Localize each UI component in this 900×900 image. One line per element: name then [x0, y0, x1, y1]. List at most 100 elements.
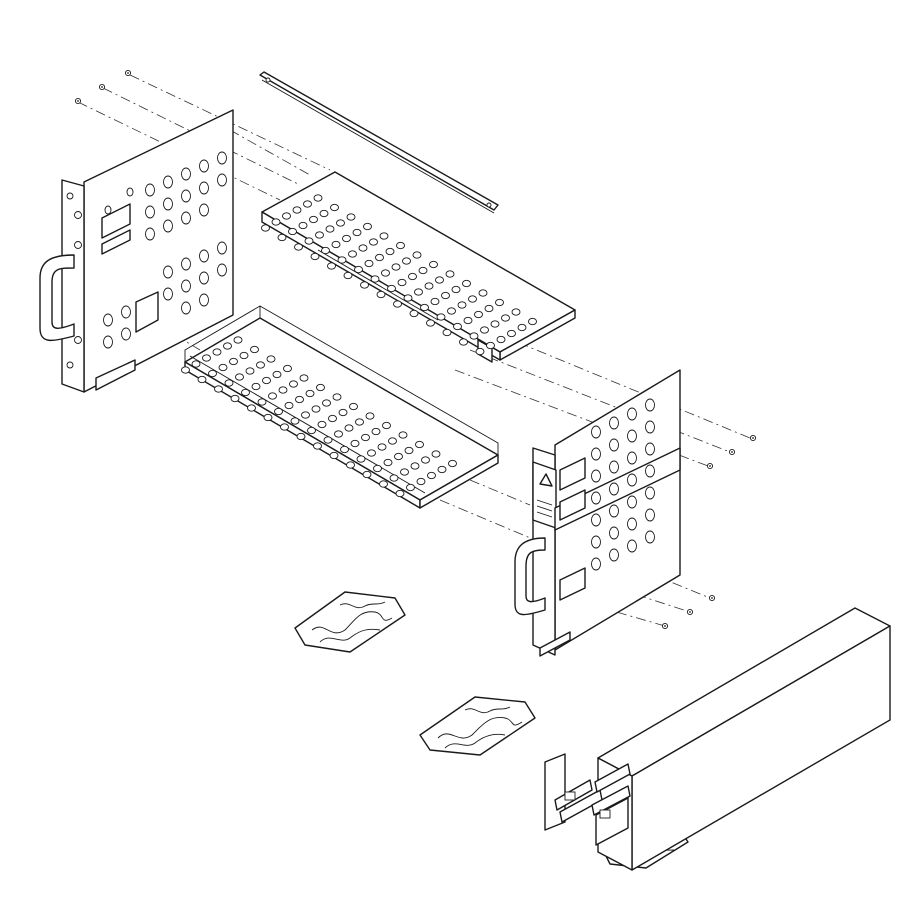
- perforation-hole: [430, 297, 440, 306]
- perforation-hole: [301, 411, 310, 419]
- left-panel-holes: [66, 151, 227, 369]
- left-side-panel: [39, 109, 234, 393]
- rail-slide-box: [544, 607, 891, 871]
- perforation-hole: [418, 266, 428, 275]
- screw-icon: [706, 462, 714, 470]
- perforation-hole: [369, 238, 378, 246]
- perforation-hole: [395, 489, 405, 498]
- perforation-hole: [229, 357, 238, 366]
- perforation-hole: [202, 354, 211, 362]
- rear-strip-bar: [259, 71, 499, 214]
- perforation-hole: [251, 382, 261, 391]
- perforation-hole: [292, 206, 302, 214]
- perforation-hole: [382, 421, 391, 430]
- perforation-hole: [445, 270, 455, 278]
- top-perforated-tray: [261, 171, 576, 363]
- perforation-hole: [241, 388, 250, 397]
- perforation-hole: [224, 379, 234, 387]
- perforation-hole: [379, 232, 389, 240]
- perforation-hole: [370, 275, 380, 283]
- perforation-hole: [396, 241, 405, 250]
- perforation-hole: [511, 308, 521, 316]
- perforation-hole: [484, 304, 494, 313]
- screw-icon: [98, 83, 106, 91]
- perforation-hole: [424, 282, 434, 290]
- perforation-hole: [486, 341, 495, 350]
- perforation-hole: [313, 442, 322, 450]
- perforation-hole: [343, 271, 353, 280]
- perforation-hole: [298, 221, 308, 230]
- perforation-hole: [591, 513, 601, 527]
- left-panel-cutouts: [101, 203, 159, 333]
- perforation-hole: [496, 335, 506, 344]
- perforation-hole: [307, 426, 316, 435]
- perforation-hole: [436, 313, 446, 321]
- perforation-hole: [363, 222, 372, 231]
- perforation-hole: [362, 470, 372, 479]
- perforation-hole: [304, 237, 314, 245]
- perforation-hole: [223, 342, 232, 350]
- perforation-hole: [331, 240, 341, 249]
- perforation-hole: [323, 436, 333, 444]
- perforation-hole: [490, 320, 500, 328]
- perforation-hole: [365, 412, 375, 420]
- top-tray-holes: [261, 194, 537, 356]
- hardware-bag-2: [419, 696, 536, 756]
- perforation-hole: [463, 316, 473, 325]
- perforation-hole: [627, 539, 637, 553]
- perforation-hole: [321, 246, 330, 255]
- left-handle: [39, 254, 75, 342]
- perforation-hole: [435, 276, 444, 284]
- perforation-hole: [404, 446, 414, 455]
- perforation-hole: [609, 482, 619, 496]
- perforation-hole: [403, 294, 413, 302]
- perforation-hole: [387, 284, 396, 293]
- perforation-hole: [346, 461, 355, 469]
- screw-icon: [124, 69, 132, 77]
- perforation-hole: [305, 389, 315, 398]
- perforation-hole: [332, 393, 342, 401]
- perforation-hole: [329, 451, 339, 460]
- perforation-hole: [280, 423, 289, 431]
- perforation-hole: [295, 395, 304, 404]
- perforation-hole: [282, 212, 291, 220]
- perforation-hole: [289, 380, 298, 388]
- perforation-hole: [266, 355, 276, 363]
- perforation-hole: [591, 491, 601, 505]
- perforation-hole: [334, 430, 343, 438]
- perforation-hole: [328, 414, 337, 423]
- perforation-hole: [299, 374, 309, 382]
- perforation-hole: [453, 322, 462, 331]
- perforation-hole: [507, 329, 516, 338]
- hardware-bag-1: [294, 591, 406, 653]
- perforation-hole: [475, 347, 485, 356]
- perforation-hole: [645, 508, 655, 522]
- perforation-hole: [426, 319, 435, 327]
- perforation-hole: [349, 402, 358, 411]
- perforation-hole: [288, 227, 297, 236]
- perforation-hole: [591, 469, 601, 483]
- perforation-hole: [645, 398, 655, 412]
- perforation-hole: [358, 244, 368, 252]
- perforation-hole: [421, 456, 430, 464]
- perforation-hole: [354, 265, 363, 274]
- perforation-hole: [389, 474, 399, 482]
- perforation-hole: [364, 259, 374, 268]
- perforation-hole: [402, 257, 411, 265]
- perforation-hole: [397, 278, 407, 287]
- screw-icon: [708, 594, 716, 602]
- perforation-hole: [398, 431, 408, 439]
- perforation-hole: [377, 443, 387, 451]
- perforation-hole: [271, 218, 281, 226]
- perforation-hole: [283, 364, 292, 373]
- perforation-hole: [322, 399, 331, 407]
- perforation-hole: [474, 310, 483, 319]
- perforation-hole: [457, 301, 467, 309]
- perforation-hole: [247, 404, 256, 412]
- perforation-hole: [468, 295, 477, 303]
- perforation-hole: [609, 416, 619, 430]
- perforation-hole: [263, 413, 273, 422]
- perforation-hole: [256, 361, 265, 369]
